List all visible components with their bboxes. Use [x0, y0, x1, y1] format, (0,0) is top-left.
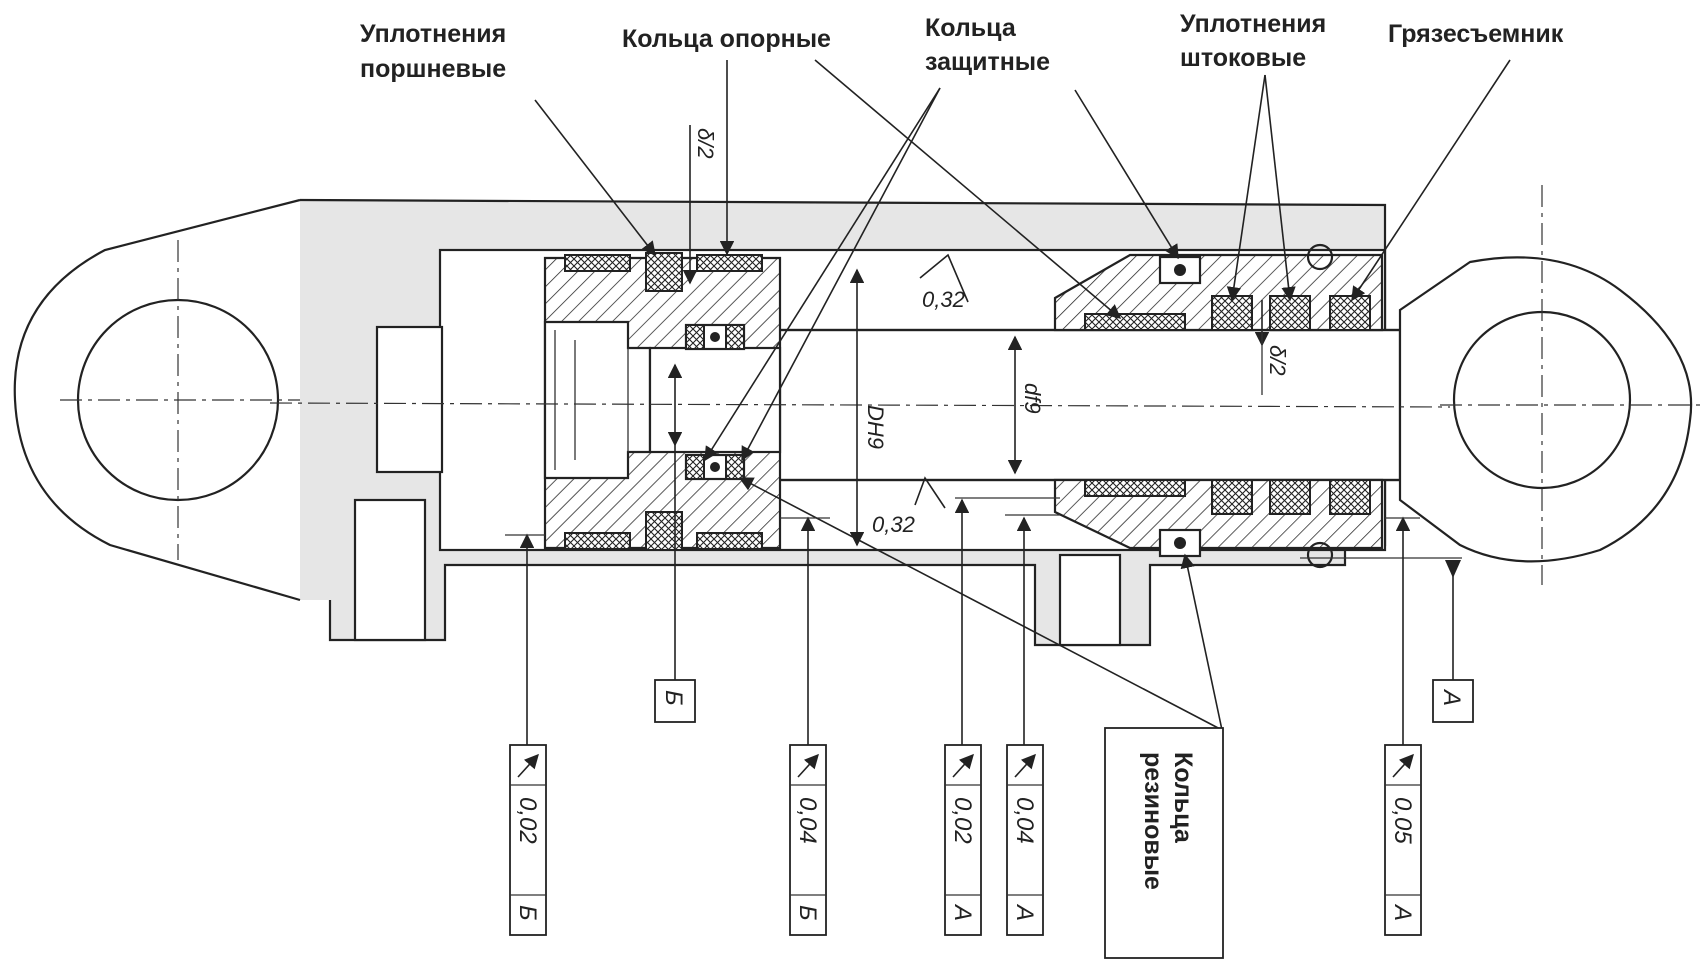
- tolerance-value: 0,02: [949, 797, 976, 844]
- tolerance-datum: Б: [794, 905, 821, 921]
- rod-seal-1-bottom: [1211, 479, 1253, 515]
- datum-b: Б: [654, 655, 696, 723]
- tolerance-frame: 0,05А: [1384, 744, 1422, 936]
- label-protective-rings-line2: защитные: [925, 48, 1050, 76]
- rod-seal-2-top: [1269, 295, 1311, 331]
- rear-port-tube: [353, 498, 427, 642]
- roughness-bottom: 0,32: [872, 512, 915, 537]
- gland-o-ring-top: [1174, 264, 1186, 276]
- retaining-ring-bottom: [1306, 541, 1334, 569]
- label-piston-seals-line2: поршневые: [360, 55, 506, 83]
- dim-delta-half-right: δ/2: [1265, 345, 1290, 376]
- support-ring-top-right: [696, 254, 763, 272]
- tolerance-value: 0,04: [794, 797, 821, 844]
- datum-a: А: [1432, 679, 1474, 723]
- tolerance-datum: А: [949, 903, 976, 921]
- label-piston-seals-line1: Уплотнения: [360, 20, 506, 48]
- tolerance-datum: А: [1389, 903, 1416, 921]
- runout-symbol-icon: [1014, 753, 1036, 778]
- piston: [543, 252, 782, 551]
- piston-o-ring-bottom: [710, 462, 720, 472]
- dimension-labels: δ/2 δ/2 DH9 df9 0,32 0,32: [693, 128, 1290, 537]
- piston-seal-bottom: [645, 511, 683, 551]
- tolerance-datum: А: [1011, 903, 1038, 921]
- rear-port-fitting: [375, 325, 444, 474]
- support-ring-top-left: [564, 254, 631, 272]
- rear-clevis: [13, 198, 301, 602]
- rod-eye: [1398, 185, 1700, 585]
- tolerance-frame: 0,04Б: [789, 744, 827, 936]
- datum-b-label: Б: [660, 690, 687, 706]
- tolerance-value: 0,02: [514, 797, 541, 844]
- label-rod-seals-line1: Уплотнения: [1180, 10, 1326, 38]
- datum-a-label: А: [1438, 688, 1465, 706]
- support-ring-bottom-right: [696, 532, 763, 550]
- tolerance-frame: 0,04А: [1006, 744, 1044, 936]
- tolerance-datum: Б: [514, 905, 541, 921]
- label-wiper: Грязесъемник: [1388, 20, 1564, 48]
- gland-guide-ring-top: [1084, 313, 1186, 331]
- dim-bore-fit: DH9: [863, 405, 888, 449]
- gland-guide-ring-bottom: [1084, 479, 1186, 497]
- wiper-top: [1329, 295, 1371, 331]
- label-rubber-rings-line1: Кольца: [1169, 752, 1197, 844]
- tolerance-value: 0,04: [1011, 797, 1038, 844]
- support-ring-bottom-left: [564, 532, 631, 550]
- runout-symbol-icon: [517, 753, 539, 778]
- runout-symbol-icon: [952, 753, 974, 778]
- piston-seal-top: [645, 252, 683, 292]
- dim-rod-fit: df9: [1020, 383, 1045, 414]
- piston-o-ring-top: [710, 332, 720, 342]
- tolerance-value: 0,05: [1389, 797, 1416, 844]
- wiper-bottom: [1329, 479, 1371, 515]
- dimensions: [667, 125, 1270, 547]
- label-rubber-rings-line2: резиновые: [1139, 752, 1167, 890]
- gland-o-ring-bottom: [1174, 537, 1186, 549]
- protective-ring-left: [685, 454, 705, 480]
- runout-symbol-icon: [1392, 753, 1414, 778]
- tolerance-frame: 0,02Б: [509, 744, 547, 936]
- front-port-fitting: [1058, 553, 1122, 647]
- protective-ring-right: [725, 454, 745, 480]
- label-rod-seals-line2: штоковые: [1180, 44, 1306, 72]
- rod-seal-1-top: [1211, 295, 1253, 331]
- rubber-rings-callout: Кольца резиновые: [1104, 727, 1224, 959]
- rod-gland: [1053, 243, 1384, 569]
- retaining-ring-top: [1306, 243, 1334, 271]
- label-protective-rings-line1: Кольца: [925, 14, 1017, 42]
- dim-delta-half-top: δ/2: [693, 128, 718, 159]
- tolerance-frame: 0,02А: [944, 744, 982, 936]
- callout-labels: Уплотнения поршневые Кольца опорные Коль…: [360, 10, 1564, 83]
- roughness-top: 0,32: [922, 287, 965, 312]
- runout-symbol-icon: [797, 753, 819, 778]
- leaders: [505, 59, 1511, 745]
- label-support-rings: Кольца опорные: [622, 25, 831, 53]
- rod-seal-2-bottom: [1269, 479, 1311, 515]
